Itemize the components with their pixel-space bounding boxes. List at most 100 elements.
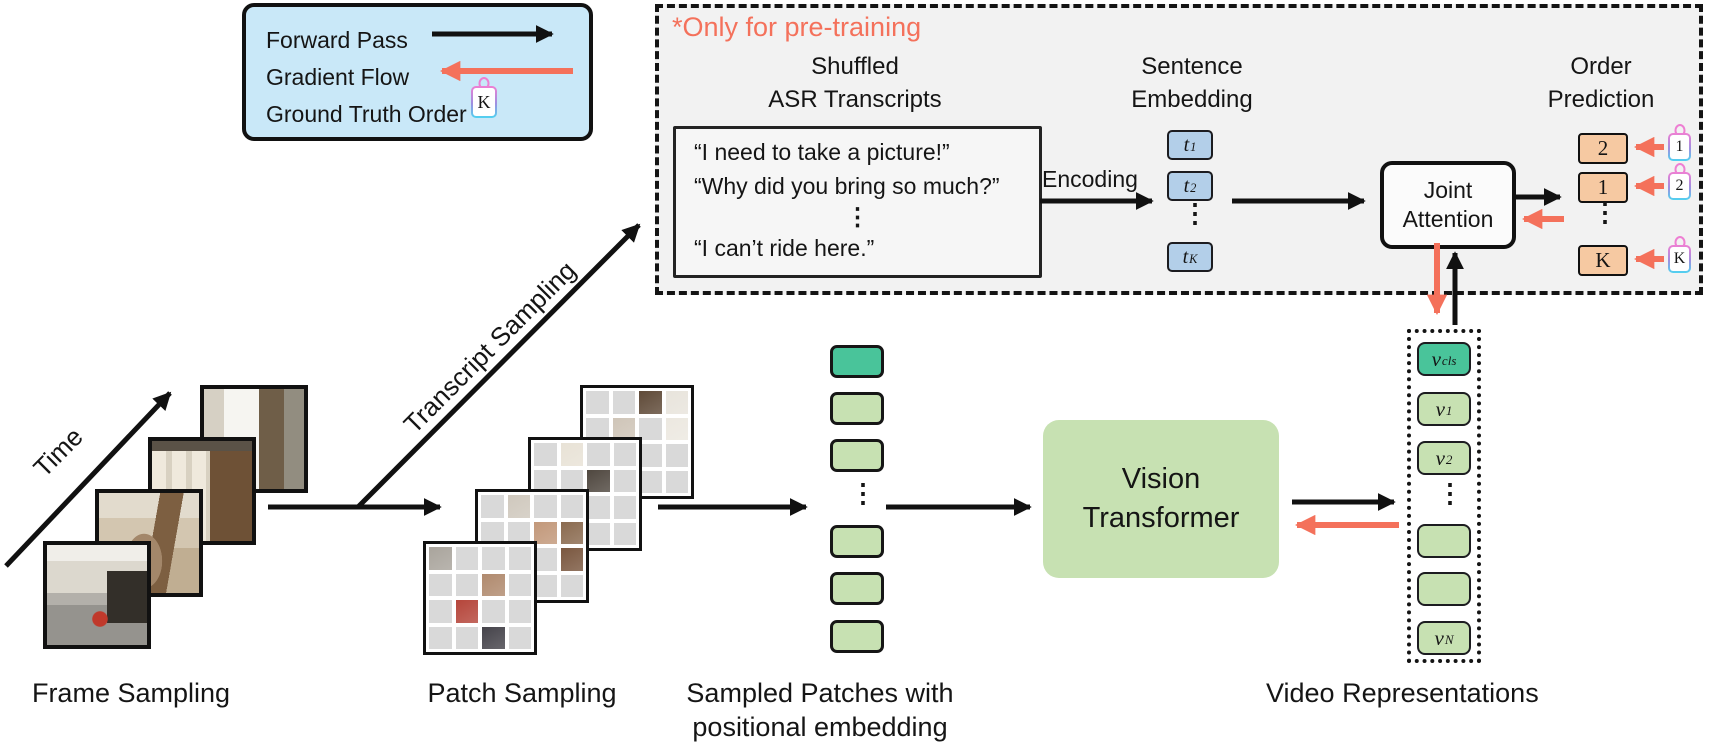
token-subscript: cls [1441,353,1457,368]
vision-transformer-box: Vision Transformer [1043,420,1279,578]
patch-cell [534,495,557,518]
patch-cell [429,626,452,649]
token-subscript: 1 [1445,403,1453,418]
sampled-patches-label-line2: positional embedding [692,712,948,742]
transcript-sampling-label: Transcript Sampling [397,255,582,440]
patch-cell [429,600,452,623]
patch-cell [587,522,610,545]
patch-cell [560,574,583,597]
transcript-line-3: “I can’t ride here.” [694,235,875,261]
order-header-line2: Prediction [1547,86,1655,113]
patch-cell [612,391,635,414]
patch-cell [639,444,662,467]
token-base: t [1182,245,1189,268]
token-base: v [1435,445,1445,470]
encoding-label: Encoding [1042,166,1138,192]
patch-cell [534,548,557,571]
shuffled-header-line1: Shuffled [811,53,899,80]
patch-cell [560,548,583,571]
patch-sampling-label: Patch Sampling [427,678,617,708]
patch-cell [482,626,505,649]
video-tokens-ellipsis: ⋮ [1437,478,1463,508]
asr-transcript-box: “I need to take a picture!” “Why did you… [673,126,1042,278]
patch-cell [639,391,662,414]
time-label: Time [27,421,89,483]
patch-cell [429,547,452,570]
patch-cell [613,522,636,545]
shuffled-asr-header: Shuffled ASR Transcripts [725,50,985,116]
tag-text: K [1670,247,1689,271]
ground-truth-tag-K: K [1668,236,1691,273]
token-subscript: 1 [1190,139,1197,154]
token-subscript: K [1189,251,1198,266]
ground-truth-tag-2: 2 [1668,163,1691,200]
joint-attention-box: Joint Attention [1380,161,1516,249]
token-subscript: 2 [1190,180,1197,195]
patch-cell [613,496,636,519]
sampled-patch-box-0 [830,345,884,378]
joint-attention-line1: Joint [1423,177,1473,203]
token-base: v [1435,396,1445,421]
patch-cell [586,391,609,414]
patch-cell [665,391,688,414]
joint-attention-line2: Attention [1402,206,1494,232]
order-ellipsis: ⋮ [1592,197,1618,227]
video-tokens-box-4 [1417,524,1471,558]
patch-cell [560,495,583,518]
vision-transformer-line1: Vision [1121,463,1201,495]
token-base: v [1431,346,1441,371]
patch-cell [613,443,636,466]
patch-cell [508,573,531,596]
patch-cell [481,521,504,544]
patch-cell [482,547,505,570]
transcript-line-1: “I need to take a picture!” [694,139,950,165]
video-representations-label: Video Representations [1266,678,1539,708]
order-predicted-box-K: K [1578,245,1628,276]
legend-box: Forward Pass Gradient Flow Ground Truth … [242,3,593,141]
ground-truth-tag-1: 1 [1668,124,1691,161]
sampled-patch-ellipsis: ⋮ [850,478,876,508]
patch-cell [429,573,452,596]
patch-cell [455,573,478,596]
sampled-patch-box-4 [830,525,884,558]
video-representation-column [1407,329,1481,663]
legend-tag-text: K [473,88,495,116]
sentence-tokens-ellipsis: ⋮ [1182,198,1208,228]
patch-grid-1 [423,541,537,655]
order-predicted-box-1: 2 [1578,133,1628,164]
patch-cell [507,521,530,544]
patch-cell [534,521,557,544]
order-predicted-box-2: 1 [1578,172,1628,203]
shuffled-header-line2: ASR Transcripts [768,86,942,113]
patch-cell [508,626,531,649]
transcript-ellipsis: ⋮ [845,204,870,231]
patch-cell [639,417,662,440]
token-base: t [1183,133,1190,156]
transcript-line-2: “Why did you bring so much?” [694,173,1000,199]
legend-forward-pass-label: Forward Pass [266,27,408,53]
frame-sampling-label: Frame Sampling [31,678,231,708]
sampled-patch-box-6 [830,620,884,653]
sampled-patch-box-5 [830,572,884,605]
patch-cell [587,469,610,492]
patch-cell [665,470,688,493]
patch-cell [455,547,478,570]
legend-ground-truth-label: Ground Truth Order [266,101,467,127]
token-subscript: 2 [1445,452,1453,467]
patch-cell [665,417,688,440]
patch-cell [560,443,583,466]
video-frame-1 [43,541,151,649]
patch-cell [507,495,530,518]
token-base: t [1183,174,1190,197]
ground-truth-tag-icon: K [471,77,497,118]
patch-cell [534,574,557,597]
patch-cell [534,443,557,466]
token-subscript: N [1444,632,1454,647]
sampled-patch-box-2 [830,439,884,472]
